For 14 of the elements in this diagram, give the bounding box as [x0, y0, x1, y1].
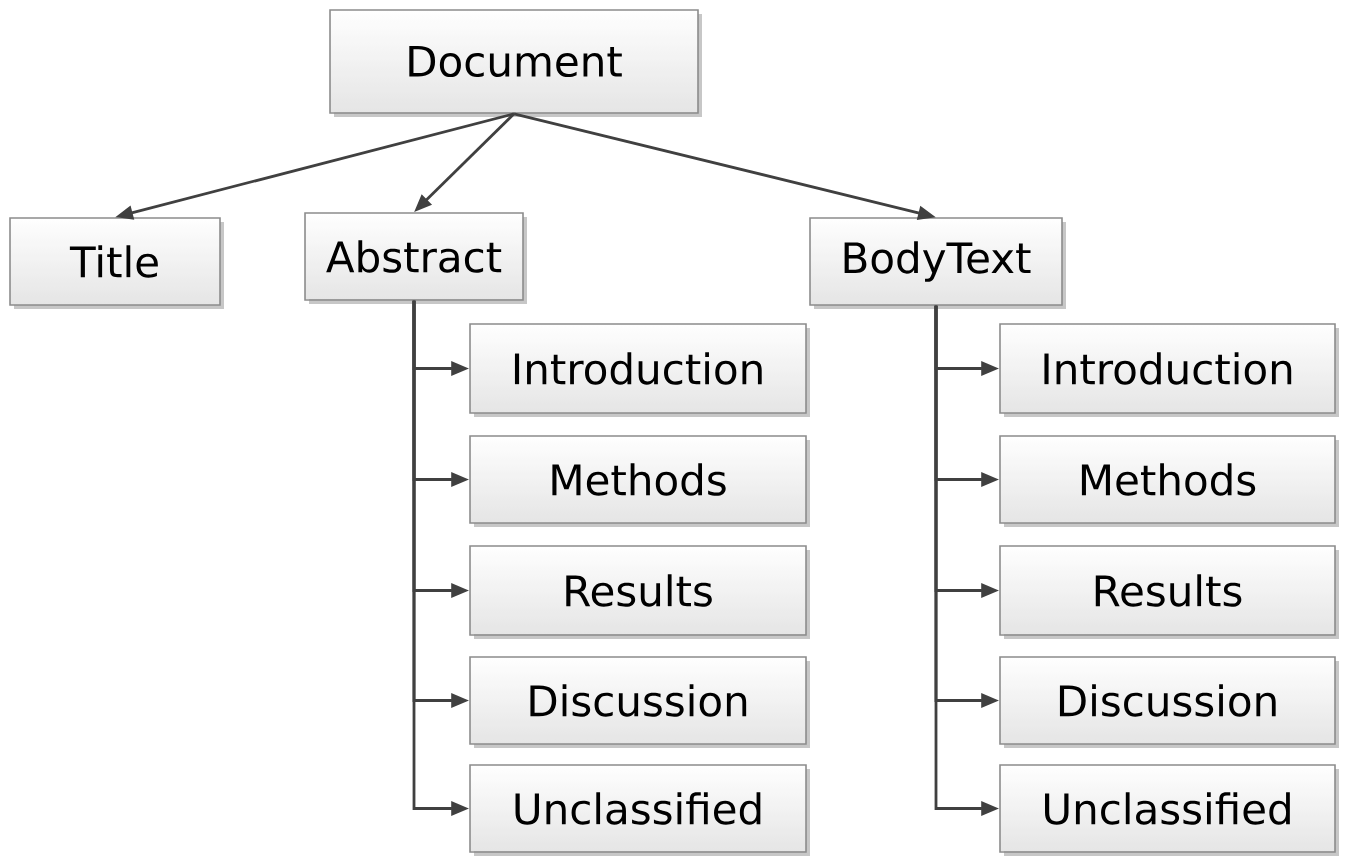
box: Introduction: [999, 323, 1339, 417]
box: Unclassified: [469, 764, 810, 856]
box: Results: [469, 545, 810, 639]
box: Unclassified: [999, 764, 1339, 856]
box: Results: [999, 545, 1339, 639]
box: Discussion: [469, 656, 810, 748]
box: Discussion: [999, 656, 1339, 748]
box: Introduction: [469, 323, 810, 417]
box: Abstract: [304, 212, 527, 304]
box: Methods: [469, 435, 810, 527]
box: Methods: [999, 435, 1339, 527]
box: BodyText: [809, 217, 1066, 309]
box: Title: [9, 217, 224, 309]
box: Document: [329, 9, 702, 117]
